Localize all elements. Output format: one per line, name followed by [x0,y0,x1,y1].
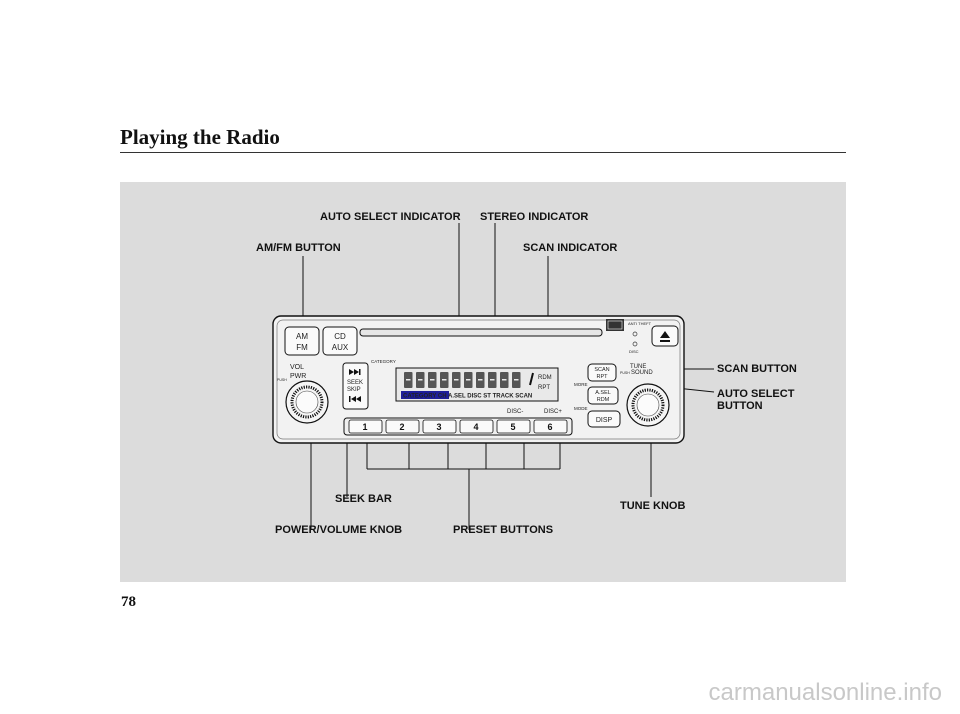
asel-label[interactable]: A.SEL [595,390,611,396]
radio-figure: AM FM CD AUX ANTI THEFT DISC VOL PUSH PW… [120,182,846,582]
category-label: CATEGORY [371,359,396,364]
auto-select-button-callout-line2: BUTTON [717,400,763,412]
tune-label: TUNE [630,364,646,370]
anti-theft-label: ANTI THEFT [628,321,652,326]
aux-label[interactable]: AUX [332,343,349,352]
pwr-label: PWR [290,373,306,380]
more-label: MORE [574,382,588,387]
seek-bar [342,362,369,410]
am-label[interactable]: AM [296,332,308,341]
sound-label: SOUND [631,370,653,376]
auto-select-button [587,386,619,405]
power-volume-knob-callout: POWER/VOLUME KNOB [275,524,403,536]
eject-icon [660,331,670,342]
auto-select-button-callout-line1: AUTO SELECT [717,388,795,400]
skip-label: SKIP [347,387,361,393]
preset-button-1[interactable]: 1 [362,422,367,432]
display-indicator-row: CATEGORY CH A.SEL DISC ST TRACK SCAN [403,394,532,400]
stereo-indicator-callout: STEREO INDICATOR [480,211,589,223]
disc-minus-label: DISC- [507,409,523,415]
tune-knob [626,383,670,427]
scan-button [587,363,617,382]
fm-label[interactable]: FM [296,343,308,352]
preset-buttons-callout: PRESET BUTTONS [453,524,554,536]
seek-label: SEEK [347,380,363,386]
am-fm-button-callout: AM/FM BUTTON [256,242,341,254]
push-label-right: PUSH [620,371,630,375]
asel-rdm-label[interactable]: RDM [597,397,610,403]
push-label-left: PUSH [277,378,287,382]
skip-forward-icon [349,369,361,375]
disp-button [587,410,621,428]
cd-label[interactable]: CD [334,332,346,341]
preset-button-2[interactable]: 2 [399,422,404,432]
disc-indicator-label: DISC [629,349,639,354]
preset-button-4[interactable]: 4 [473,422,478,432]
page-title: Playing the Radio [120,125,280,149]
scan-button-label[interactable]: SCAN [594,367,609,373]
rdm-indicator: RDM [538,375,552,381]
compact-disc-logo [606,319,624,331]
preset-button-3[interactable]: 3 [436,422,441,432]
cd-aux-button [322,326,358,356]
preset-button-6[interactable]: 6 [547,422,552,432]
scan-indicator-callout: SCAN INDICATOR [523,242,618,254]
watermark: carmanualsonline.info [708,679,942,706]
preset-buttons [348,419,568,434]
cd-slot [359,328,603,337]
page-number: 78 [121,594,136,610]
title-rule [120,152,846,153]
scan-rpt-label[interactable]: RPT [597,374,609,380]
disp-label[interactable]: DISP [596,417,613,424]
vol-label: VOL [290,364,304,371]
mode-label: MODE [574,406,588,411]
rpt-indicator: RPT [538,385,550,391]
skip-back-icon [349,396,361,402]
power-volume-knob [285,380,329,424]
am-fm-button [284,326,320,356]
preset-button-5[interactable]: 5 [510,422,515,432]
auto-select-indicator-callout: AUTO SELECT INDICATOR [320,211,461,223]
disc-plus-label: DISC+ [544,409,562,415]
radio-illustration: AM FM CD AUX ANTI THEFT DISC VOL PUSH PW… [272,223,715,530]
seek-bar-callout: SEEK BAR [335,493,392,505]
tune-knob-callout: TUNE KNOB [620,500,686,512]
scan-button-callout: SCAN BUTTON [717,363,797,375]
